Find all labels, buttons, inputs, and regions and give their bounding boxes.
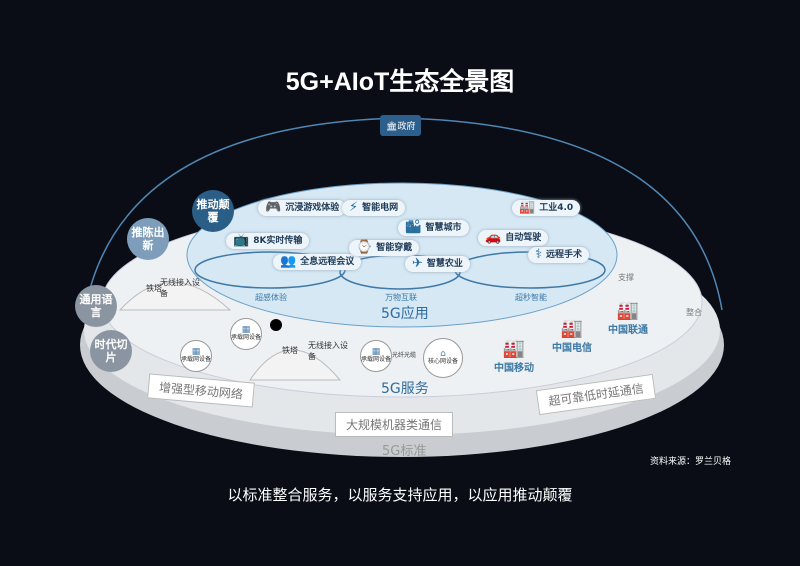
government-badge: 🏛政府 [380, 115, 422, 136]
app-8k: 📺8K实时传输 [226, 233, 310, 249]
bubble-era-slice: 时代切片 [90, 330, 132, 372]
watch-icon: ⌚ [356, 240, 373, 255]
app-driving: 🚗自动驾驶 [478, 230, 549, 246]
group-label-intelligence: 超秒智能 [515, 293, 547, 302]
bearer-device-2: ▦承载网设备 [180, 340, 212, 372]
operator-mobile: 🏭中国移动 [494, 338, 534, 374]
bearer-device-1: ▦承载网设备 [230, 318, 262, 350]
bearer-device-3: ▦承载网设备 [360, 340, 392, 372]
app-hologram: 👥全息远程会议 [273, 254, 362, 270]
bubble-common-language: 通用语言 [75, 285, 117, 327]
app-gaming: 🎮沉浸游戏体验 [258, 200, 347, 216]
layer-label-standard: 5G标准 [382, 444, 427, 459]
server-icon: ▦ [241, 325, 251, 335]
app-grid: ⚡智能电网 [342, 200, 406, 216]
access-left: 无线接入设备 [160, 278, 200, 298]
factory-icon: 🏭 [519, 200, 536, 215]
server-icon: ▦ [191, 347, 201, 357]
operator-telecom: 🏭中国电信 [552, 318, 592, 354]
fiber-label: 光纤光缆 [392, 352, 417, 359]
tower-left: 铁塔 [146, 284, 162, 293]
access-center: 无线接入设备 [308, 341, 348, 361]
dot-marker [270, 319, 282, 331]
app-wearable: ⌚智能穿戴 [349, 240, 420, 256]
people-icon: 👥 [280, 254, 297, 269]
surgery-icon: ⚕ [535, 247, 543, 262]
server-icon: ▦ [371, 347, 381, 357]
support-label: 支撑 [618, 273, 634, 282]
car-icon: 🚗 [485, 230, 502, 245]
tower-center: 铁塔 [282, 346, 298, 355]
bubble-innovate: 推陈出新 [127, 218, 169, 260]
app-city: 🏙智慧城市 [398, 220, 469, 236]
city-icon: 🏙 [405, 220, 422, 235]
group-label-iot: 万物互联 [385, 293, 417, 302]
factory-icon: 🏭 [560, 318, 584, 339]
integrate-label: 整合 [686, 308, 702, 317]
tv-icon: 📺 [233, 233, 250, 248]
operator-unicom: 🏭中国联通 [608, 300, 648, 336]
factory-icon: 🏭 [616, 300, 640, 321]
layer-label-service: 5G服务 [381, 381, 429, 397]
building-icon: 🏛 [386, 122, 398, 132]
service-dome-center [249, 349, 342, 381]
ring-experience [194, 251, 346, 289]
app-agriculture: ✈智慧农业 [405, 256, 470, 272]
caption: 以标准整合服务，以服务支持应用，以应用推动颠覆 [227, 486, 573, 504]
group-label-experience: 超感体验 [255, 293, 287, 302]
building-icon: ⌂ [440, 349, 446, 359]
page-title: 5G+AIoT生态全景图 [285, 68, 515, 96]
core-network-device: ⌂核心网设备 [423, 338, 463, 378]
app-industry: 🏭工业4.0 [512, 200, 581, 216]
gamepad-icon: 🎮 [265, 200, 282, 215]
source-note: 资料来源：罗兰贝格 [650, 457, 732, 467]
layer-label-application: 5G应用 [381, 306, 429, 322]
app-surgery: ⚕远程手术 [528, 247, 590, 263]
factory-icon: 🏭 [502, 338, 526, 359]
service-dome-left [118, 282, 232, 311]
drone-icon: ✈ [412, 256, 423, 271]
sign-mmtc: 大规模机器类通信 [335, 412, 454, 437]
bubble-disrupt: 推动颠覆 [192, 190, 234, 232]
pylon-icon: ⚡ [349, 200, 359, 215]
